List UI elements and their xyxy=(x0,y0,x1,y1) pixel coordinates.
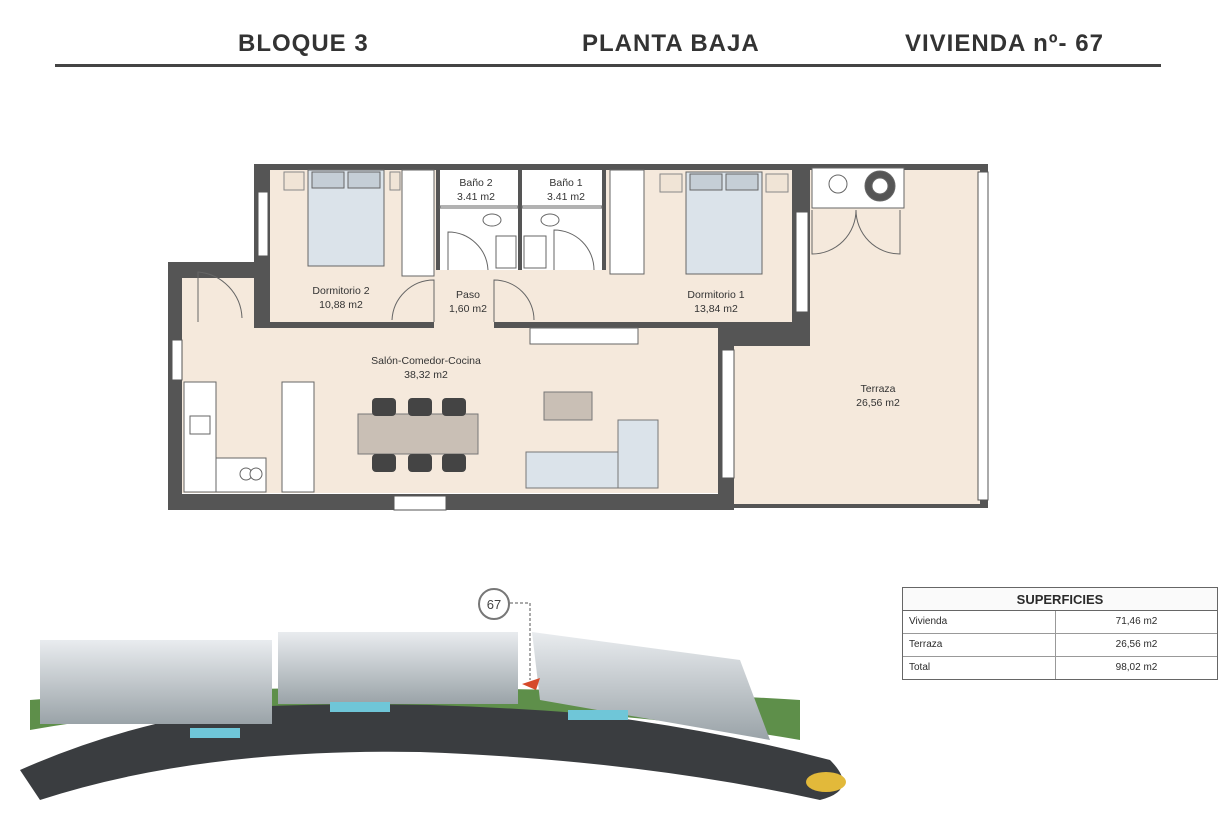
salon-name: Salón-Comedor-Cocina xyxy=(371,355,481,367)
pool-right xyxy=(568,710,628,720)
pool-left xyxy=(190,728,240,738)
road xyxy=(20,698,843,800)
table-row: Terraza 26,56 m2 xyxy=(903,634,1217,657)
salon-area: 38,32 m2 xyxy=(404,369,448,381)
block-title: BLOQUE 3 xyxy=(238,30,369,57)
area-value: 98,02 m2 xyxy=(1115,662,1158,673)
bed-1 xyxy=(659,171,789,275)
bath-fixtures xyxy=(439,205,603,269)
areas-table-title: SUPERFICIES xyxy=(903,588,1217,611)
dining-set xyxy=(357,398,479,472)
unit-marker xyxy=(478,588,510,620)
area-label: Vivienda xyxy=(903,611,1056,633)
roundabout xyxy=(806,772,846,792)
area-label: Terraza xyxy=(903,634,1056,656)
bano2-name: Baño 2 xyxy=(459,177,492,189)
terraza-area: 26,56 m2 xyxy=(856,397,900,409)
terraza-name: Terraza xyxy=(860,383,895,395)
kitchen xyxy=(183,381,315,493)
area-value: 71,46 m2 xyxy=(1115,616,1158,627)
windows xyxy=(171,171,989,511)
doors xyxy=(197,209,901,322)
header-divider xyxy=(55,64,1161,67)
area-value: 26,56 m2 xyxy=(1115,639,1158,650)
gardens xyxy=(30,687,800,740)
floor-plan: Dormitorio 2 Dormitorio 2 10,88 m2 Baño … xyxy=(168,164,989,511)
building-center xyxy=(278,632,518,704)
wardrobes xyxy=(401,169,645,345)
laundry xyxy=(811,167,905,209)
dormitorio1-name: Dormitorio 1 xyxy=(687,289,744,301)
unit-marker-label: 67 xyxy=(487,597,501,612)
coffee-table xyxy=(543,391,593,421)
paso-name: Paso xyxy=(456,289,480,301)
dormitorio1-area: 13,84 m2 xyxy=(694,303,738,315)
building-left xyxy=(40,640,272,724)
dormitorio2-name: Dormitorio 2 xyxy=(312,285,369,297)
pool-center xyxy=(330,702,390,712)
bano2-area: 3.41 m2 xyxy=(457,191,495,203)
sofa xyxy=(525,419,659,489)
unit-title: VIVIENDA nº- 67 xyxy=(905,30,1104,57)
area-label: Total xyxy=(903,657,1056,679)
table-row: Vivienda 71,46 m2 xyxy=(903,611,1217,634)
table-row: Total 98,02 m2 xyxy=(903,657,1217,679)
bano1-area: 3.41 m2 xyxy=(547,191,585,203)
bed-2 xyxy=(283,169,401,267)
paso-area: 1,60 m2 xyxy=(449,303,487,315)
building-right xyxy=(532,632,770,740)
dormitorio2-area: 10,88 m2 xyxy=(319,299,363,311)
unit-highlight xyxy=(522,678,540,690)
floor-title: PLANTA BAJA xyxy=(582,30,760,57)
areas-table: SUPERFICIES Vivienda 71,46 m2 Terraza 26… xyxy=(902,587,1218,680)
bano1-name: Baño 1 xyxy=(549,177,582,189)
